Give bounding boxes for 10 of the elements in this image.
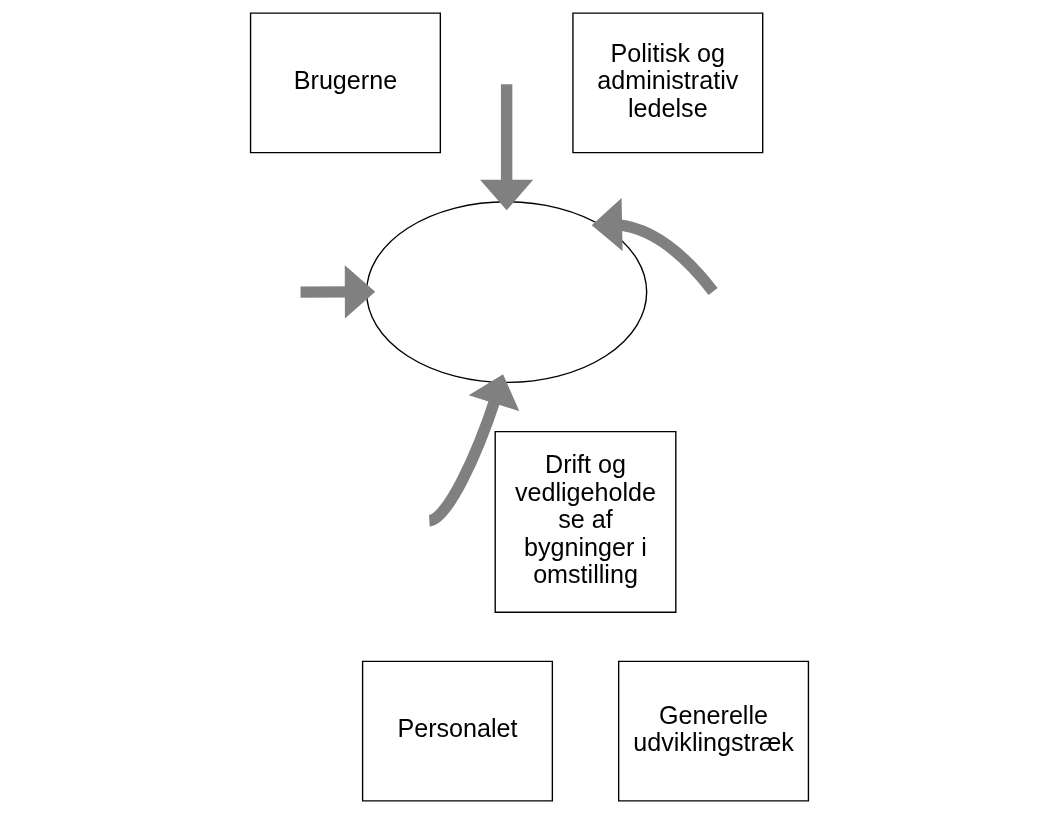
arrow	[479, 84, 533, 211]
node-box: Brugerne	[249, 12, 441, 154]
node-box: Drift og vedligeholde se af bygninger i omstilling	[494, 430, 676, 613]
node-box: Politisk og administrativ ledelse	[571, 12, 763, 154]
arrow	[300, 265, 375, 319]
arrow	[591, 197, 718, 296]
node-box: Personalet	[361, 660, 553, 802]
arrow	[427, 374, 519, 527]
node-ellipse	[365, 201, 647, 384]
node-box: Generelle udviklingstræk	[617, 660, 809, 802]
